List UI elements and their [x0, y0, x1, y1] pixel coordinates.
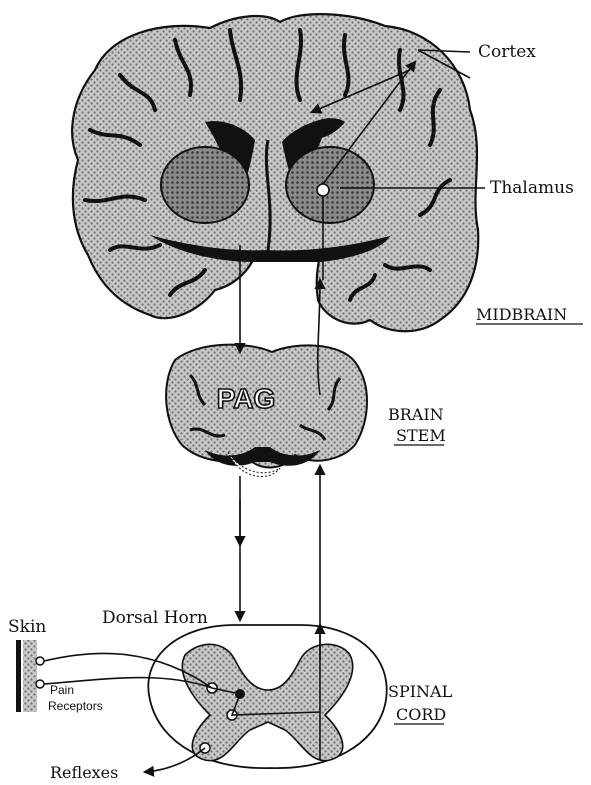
pain-receptors-label-line1: Pain	[50, 683, 74, 697]
dorsal-horn-label: Dorsal Horn	[102, 608, 208, 628]
skin-dermis	[23, 640, 37, 712]
midbrain-label: MIDBRAIN	[476, 305, 567, 324]
brain-stem-label-line1: BRAIN	[388, 405, 444, 424]
skin	[16, 640, 44, 712]
brain-stem-label-line2: STEM	[396, 426, 446, 445]
skin-label: Skin	[8, 617, 46, 637]
spinal-cord-label-line1: SPINAL	[388, 682, 453, 701]
cortex-label: Cortex	[478, 42, 536, 62]
thalamus-right	[286, 147, 374, 223]
cerebrum-outline	[72, 14, 478, 331]
thalamus-label: Thalamus	[490, 178, 574, 198]
pain-receptor-2	[36, 680, 44, 688]
spinal-cord	[148, 625, 386, 768]
thalamus-left	[161, 147, 249, 223]
brain-stem: PAG	[166, 345, 367, 477]
skin-strip	[16, 640, 21, 712]
spinal-cord-label-line2: CORD	[396, 705, 446, 724]
reflexes-label: Reflexes	[50, 763, 118, 782]
cerebrum	[72, 14, 478, 331]
pag-label: PAG	[217, 383, 276, 414]
thalamic-neuron	[317, 184, 329, 196]
pain-receptor-1	[36, 657, 44, 665]
pain-receptors-label-line2: Receptors	[48, 699, 103, 713]
